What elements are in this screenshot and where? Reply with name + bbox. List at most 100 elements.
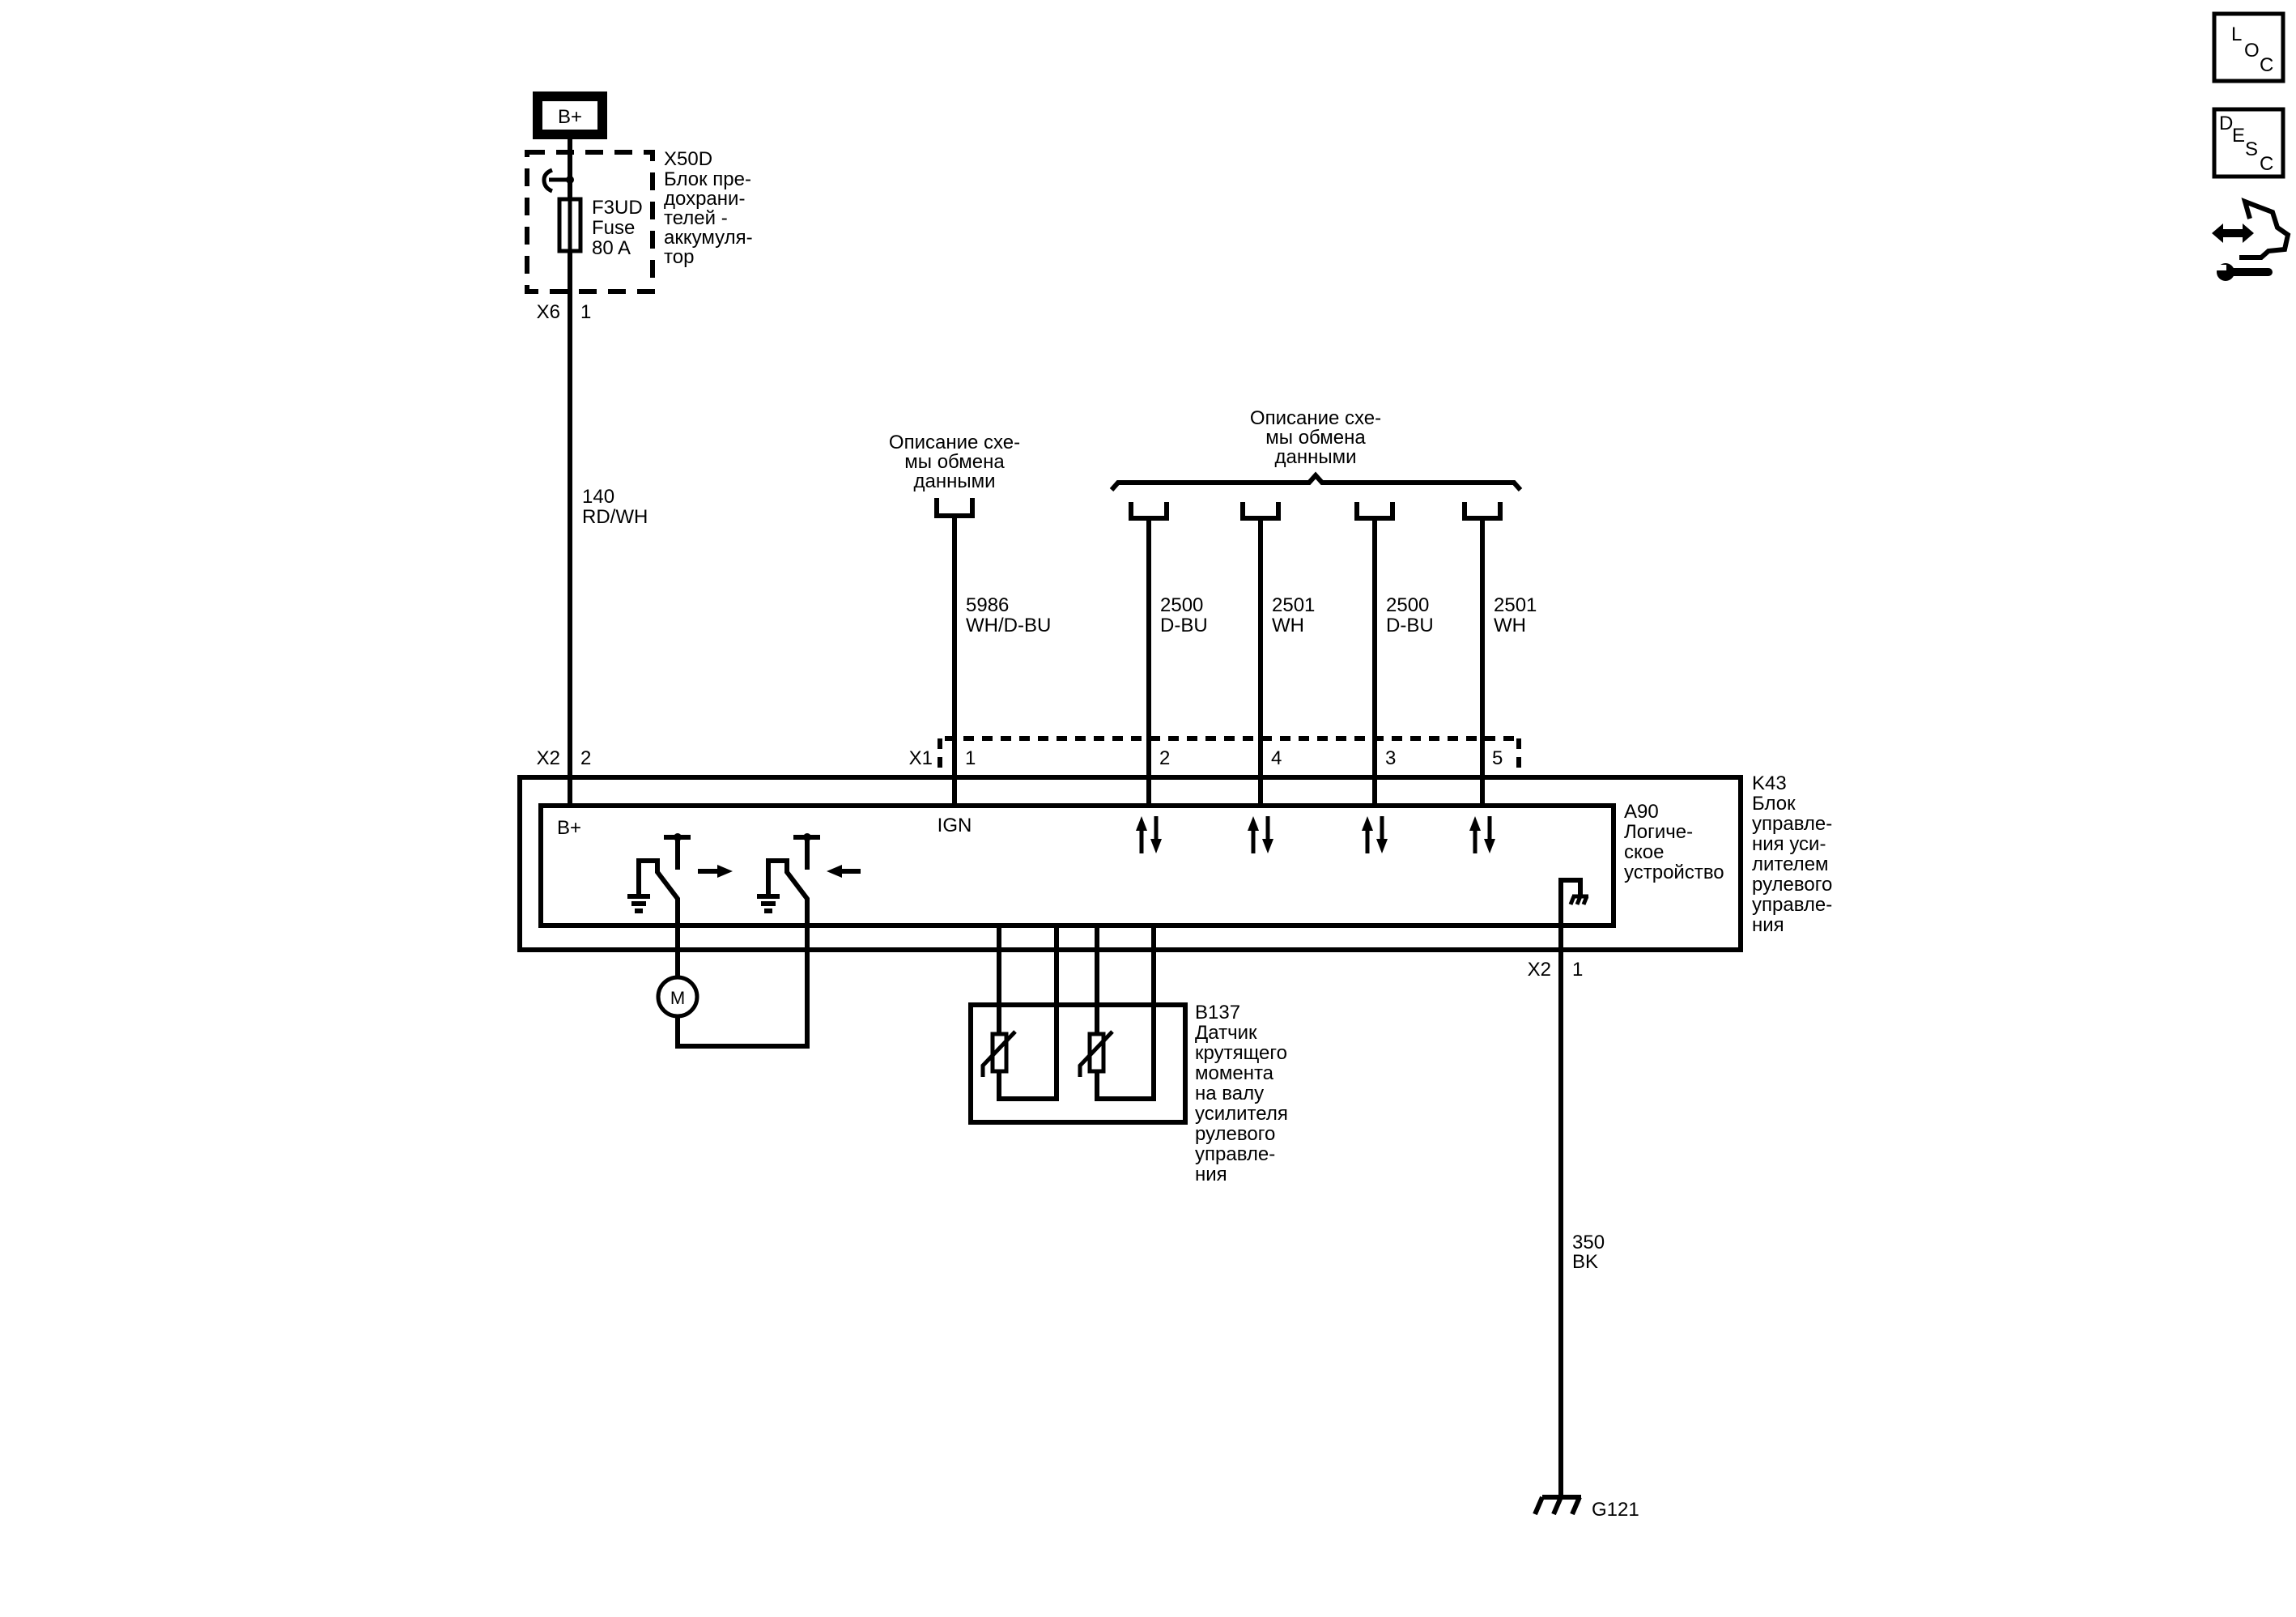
loc-icon[interactable] — [2212, 11, 2285, 83]
desc-button[interactable]: D E S C — [2212, 107, 2285, 179]
ground-point-id: G121 — [1592, 1499, 1639, 1521]
fuse-block-name-5: тор — [664, 246, 694, 268]
desc-icon[interactable] — [2212, 107, 2285, 179]
data-reference-group: Описание схе- мы обмена данными — [1109, 407, 1523, 521]
power-wire-color: RD/WH — [582, 506, 648, 528]
connector-x1-outline — [938, 736, 1521, 768]
ground-lead — [1558, 878, 1583, 926]
data-wire-color: WH — [1272, 615, 1304, 636]
sensor-name: Датчик — [1195, 1022, 1257, 1044]
desc-letter: S — [2245, 138, 2258, 160]
data-group-text-3: данными — [1274, 446, 1356, 468]
data-wire-circuit: 2500 — [1160, 594, 1203, 616]
ground-tick — [1551, 1496, 1563, 1516]
sensor-name: крутящего — [1195, 1042, 1287, 1064]
ground-tick — [1533, 1496, 1545, 1516]
data-ref-text-2: мы обмена — [904, 451, 1005, 473]
connector-repair-icon[interactable] — [2212, 198, 2291, 281]
ground-circuit: X2 1 350 BK G121 — [1528, 926, 1639, 1521]
fuse-connector-id: X6 — [537, 301, 560, 323]
data-wire-color: D-BU — [1160, 615, 1208, 636]
torque-sensor: B137 Датчик крутящего момента на валу ус… — [968, 926, 1288, 1185]
variable-resistor-icon — [980, 1030, 1017, 1077]
ground-icon — [757, 894, 780, 913]
desc-letter: C — [2260, 153, 2273, 175]
loc-letter: C — [2260, 54, 2273, 76]
splice-dot — [566, 176, 574, 184]
arrow-up-head — [1136, 816, 1147, 831]
fuse-id: F3UD — [592, 197, 643, 219]
k43-module: K43 Блок управле- ния уси- лителем рулев… — [517, 772, 1832, 1046]
k43-outline — [517, 775, 1743, 952]
loc-button[interactable]: L O C — [2212, 11, 2285, 83]
data-wire: 2501 WH — [1258, 518, 1315, 806]
a90-name: Логиче- — [1624, 821, 1693, 843]
ign-wire-circuit: 5986 — [966, 594, 1009, 616]
arrow-up-head — [1248, 816, 1259, 831]
arrow-head — [827, 865, 842, 878]
bplus-label: B+ — [558, 106, 582, 128]
a90-name: устройство — [1624, 862, 1724, 883]
k43-name: Блок — [1752, 793, 1796, 815]
x2-ground-connector: X2 — [1528, 959, 1551, 981]
a90-name: ское — [1624, 841, 1664, 863]
arrow-down-head — [1376, 839, 1388, 853]
data-wire: 2500 D-BU — [1146, 518, 1208, 806]
fuse-block-name-3: телей - — [664, 207, 728, 229]
ground-wire-circuit: 350 — [1572, 1232, 1605, 1253]
data-wire-color: D-BU — [1386, 615, 1434, 636]
x1-pin: 4 — [1271, 747, 1282, 769]
ground-point-icon — [1533, 1495, 1582, 1516]
data-group-text-2: мы обмена — [1265, 427, 1366, 449]
a90-ign-label: IGN — [938, 815, 972, 836]
data-reference-single: Описание схе- мы обмена данными — [889, 432, 1020, 518]
connector-bracket-icon — [934, 498, 975, 518]
data-wire-circuit: 2501 — [1272, 594, 1315, 616]
fuse-block-outline — [525, 150, 655, 294]
ign-wire-color: WH/D-BU — [966, 615, 1051, 636]
fuse-type: Fuse — [592, 217, 635, 239]
fuse-block-id: X50D — [664, 148, 712, 170]
sensor-name: управле- — [1195, 1143, 1275, 1165]
data-wire: 2501 WH — [1480, 518, 1537, 806]
x2-ground-pin: 1 — [1572, 959, 1583, 981]
data-wire: 2500 D-BU — [1372, 518, 1434, 806]
sensor-loop-2 — [1095, 926, 1156, 1101]
ground-wire-color: BK — [1572, 1251, 1598, 1273]
fuse-block-name-1: Блок пре- — [664, 168, 751, 190]
k43-name: управле- — [1752, 894, 1832, 916]
motor-label: M — [670, 988, 685, 1008]
loc-letter: L — [2231, 23, 2242, 45]
motor-icon — [656, 975, 699, 1019]
a90-bplus-label: B+ — [557, 817, 581, 839]
wrench-jaw — [2217, 265, 2226, 270]
fuse-block-name-4: аккумуля- — [664, 227, 753, 249]
power-wire-circuit: 140 — [582, 486, 614, 508]
motor: M — [656, 955, 810, 1049]
arrow-down-head — [1262, 839, 1273, 853]
desc-letter: E — [2232, 125, 2245, 147]
chassis-ground-icon — [1558, 878, 1589, 926]
sensor-name: ния — [1195, 1164, 1227, 1185]
arrow-down-head — [1150, 839, 1162, 853]
sensor-name: усилителя — [1195, 1103, 1288, 1125]
connector-bracket-icon — [1354, 502, 1395, 521]
x2-power-pin: 2 — [580, 747, 591, 769]
ground-tick — [1570, 1496, 1582, 1516]
bidirectional-arrow-icon — [1362, 816, 1388, 853]
k43-name: лителем — [1752, 853, 1829, 875]
sensor-name: рулевого — [1195, 1123, 1275, 1145]
ground-icon — [627, 894, 650, 913]
a90-id: A90 — [1624, 801, 1659, 823]
k43-name: управле- — [1752, 813, 1832, 835]
x1-pin: 5 — [1492, 747, 1503, 769]
sensor-loop-1 — [997, 926, 1059, 1101]
bidirectional-arrow-icon — [1469, 816, 1495, 853]
fuse-block-name-2: дохрани- — [664, 188, 745, 210]
connector-repair-button[interactable] — [2212, 198, 2291, 281]
arrow-up-head — [1469, 816, 1481, 831]
x1-pin-1: 1 — [965, 747, 976, 769]
ground-tick — [1575, 896, 1583, 905]
a90-outline — [538, 803, 1616, 928]
